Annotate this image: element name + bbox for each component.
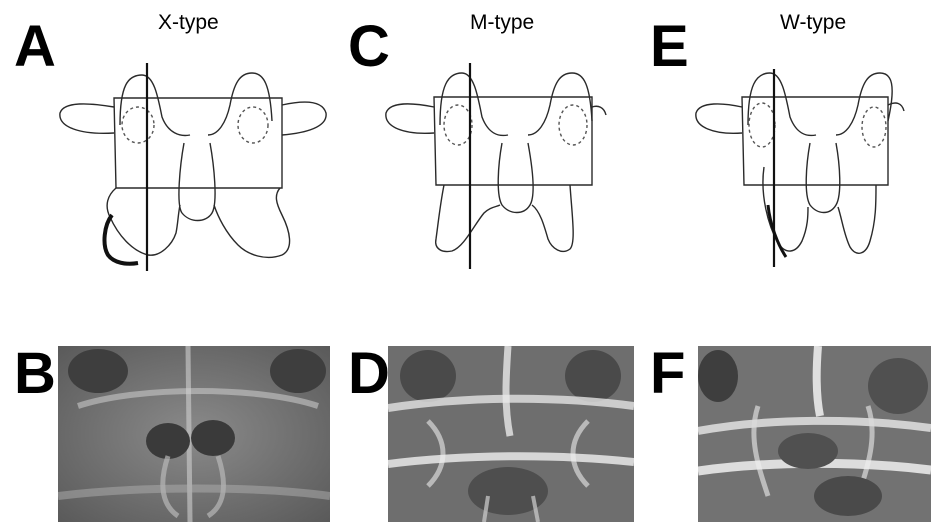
right-pedicle-oval — [862, 107, 886, 147]
type-label-x: X-type — [158, 12, 219, 33]
type-label-m: M-type — [470, 12, 534, 33]
left-transverse-process — [386, 104, 434, 133]
panel-letter-f: F — [650, 345, 685, 403]
spinous-process — [806, 143, 840, 213]
right-inferior-process — [838, 185, 876, 253]
left-superior-process — [440, 73, 508, 135]
x-ray-image-m-type — [388, 346, 634, 522]
left-inferior-process — [107, 188, 180, 255]
right-superior-process — [528, 73, 592, 135]
left-pedicle-oval — [749, 103, 775, 147]
left-superior-process — [120, 75, 190, 135]
left-transverse-process — [60, 104, 114, 133]
spinous-process — [179, 143, 215, 221]
left-pedicle-oval — [444, 105, 472, 145]
w-type-vertebra-diagram — [690, 55, 931, 285]
type-label-w: W-type — [780, 12, 846, 33]
right-pedicle-oval — [238, 107, 268, 143]
m-type-vertebra-diagram — [378, 55, 608, 285]
left-transverse-process — [696, 104, 742, 133]
highlighted-contour — [105, 215, 138, 264]
right-superior-process — [208, 73, 272, 135]
panel-letter-e: E — [650, 18, 689, 76]
vertebral-body — [434, 97, 592, 185]
left-inferior-process — [436, 185, 500, 252]
right-superior-process — [836, 73, 892, 135]
right-inferior-process — [532, 185, 573, 251]
panel-letter-b: B — [14, 345, 56, 403]
x-ray-image-w-type — [698, 346, 931, 522]
right-inferior-process — [214, 188, 290, 257]
right-transverse-process — [282, 102, 326, 135]
x-ray-image-x-type — [58, 346, 330, 522]
right-transverse-process — [592, 106, 606, 115]
spinous-process — [498, 143, 533, 213]
x-type-vertebra-diagram — [50, 55, 340, 285]
left-pedicle-oval — [122, 107, 154, 143]
panel-letter-d: D — [348, 345, 390, 403]
right-pedicle-oval — [559, 105, 587, 145]
